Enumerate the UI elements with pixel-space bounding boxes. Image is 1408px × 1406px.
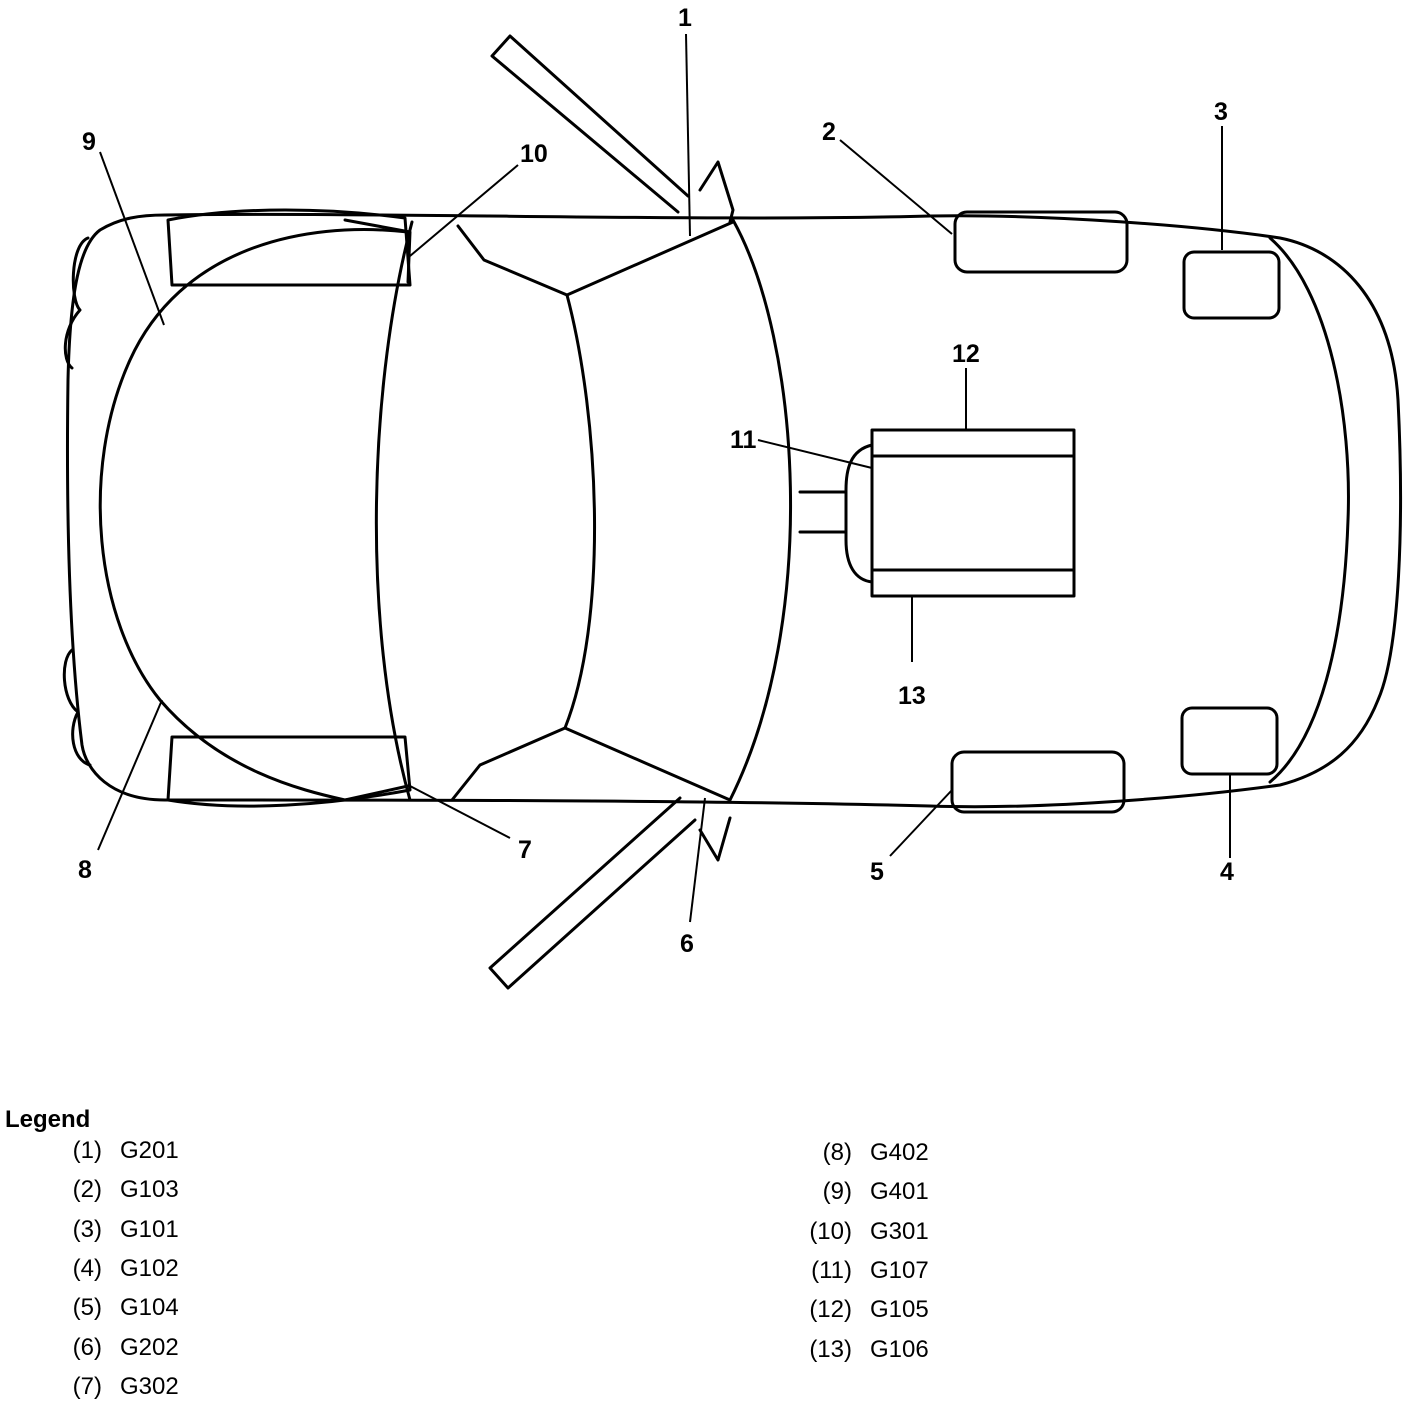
callout-9: 9 xyxy=(82,128,96,156)
legend-item-number: (9) xyxy=(822,1178,852,1206)
callout-7: 7 xyxy=(518,836,532,864)
legend-item-number: (1) xyxy=(72,1137,102,1164)
legend-item-code: G301 xyxy=(870,1217,929,1245)
leader-line-7 xyxy=(409,785,511,839)
leader-line-11 xyxy=(757,439,873,469)
leader-line-2 xyxy=(839,139,953,235)
legend-item-code: G401 xyxy=(870,1178,929,1206)
legend-item: (10) G301 xyxy=(0,1217,928,1247)
lower-headlamp xyxy=(1180,706,1279,776)
engine-block xyxy=(870,428,1076,598)
leader-line-8 xyxy=(97,699,163,851)
leader-line-1 xyxy=(685,33,691,237)
callout-10: 10 xyxy=(520,140,548,168)
legend-item-code: G102 xyxy=(120,1254,179,1282)
engine-side-cover xyxy=(844,443,874,584)
leader-line-6 xyxy=(689,797,706,923)
roof-rear-line xyxy=(374,220,414,802)
legend-item: (12) G105 xyxy=(0,1295,928,1325)
roof-lower-frame xyxy=(450,726,732,802)
legend-item-number: (4) xyxy=(72,1254,102,1282)
upper-open-door xyxy=(490,34,690,214)
legend-item: (2) G103 xyxy=(0,1175,179,1205)
legend-item-code: G107 xyxy=(870,1256,929,1284)
callout-1: 1 xyxy=(678,4,692,32)
legend-item-number: (13) xyxy=(809,1335,852,1363)
legend-item-number: (5) xyxy=(72,1294,102,1322)
lower-open-door xyxy=(488,796,697,990)
legend-item: (8) G402 xyxy=(0,1138,929,1168)
leader-line-5 xyxy=(889,789,953,857)
legend-item-code: G202 xyxy=(120,1333,179,1361)
leader-line-9 xyxy=(99,151,165,326)
transmission-shaft xyxy=(798,490,848,534)
lower-mirror xyxy=(698,816,732,862)
callout-5: 5 xyxy=(870,858,884,886)
vehicle-body-outline xyxy=(66,212,1403,809)
legend-item: (13) G106 xyxy=(0,1335,928,1365)
legend: Legend (1) G201 (2) G103 (3) G101 (4) G102 (5) G1… xyxy=(0,1100,1408,1400)
legend-item-code: G101 xyxy=(120,1215,179,1243)
legend-item-number: (6) xyxy=(72,1333,102,1361)
front-bumper-line xyxy=(1268,236,1350,784)
callout-3: 3 xyxy=(1214,98,1228,126)
legend-item-number: (2) xyxy=(72,1176,102,1204)
legend-item-code: G402 xyxy=(870,1139,929,1166)
rear-glass xyxy=(98,228,410,802)
roof-front-line xyxy=(563,293,596,730)
leader-line-10 xyxy=(409,164,519,257)
callout-2: 2 xyxy=(822,118,836,146)
legend-item: (6) G202 xyxy=(0,1333,179,1363)
front-lower-wheel xyxy=(950,750,1126,814)
vehicle-ground-location-diagram: 1 2 3 4 5 6 7 8 9 10 11 12 13 xyxy=(62,4,1403,990)
legend-item-number: (7) xyxy=(72,1372,102,1400)
front-upper-wheel xyxy=(953,210,1129,274)
legend-item: (4) G102 xyxy=(0,1254,179,1284)
legend-item-number: (8) xyxy=(822,1139,852,1166)
legend-item-code: G105 xyxy=(870,1296,929,1324)
legend-item-code: G302 xyxy=(120,1372,179,1400)
callout-13: 13 xyxy=(898,682,926,710)
legend-item: (7) G302 xyxy=(0,1372,179,1402)
windshield-base xyxy=(728,218,793,802)
legend-item-number: (11) xyxy=(811,1256,852,1284)
callout-4: 4 xyxy=(1220,858,1234,886)
legend-item-code: G201 xyxy=(120,1137,179,1164)
legend-item-number: (3) xyxy=(72,1215,102,1243)
legend-item-number: (10) xyxy=(809,1217,852,1245)
legend-item-code: G103 xyxy=(120,1176,179,1204)
legend-item: (5) G104 xyxy=(0,1293,179,1323)
rear-lower-wheel xyxy=(166,735,412,808)
legend-item: (1) G201 xyxy=(0,1136,179,1166)
upper-mirror xyxy=(698,160,735,224)
legend-item-code: G104 xyxy=(120,1294,179,1322)
legend-item-code: G106 xyxy=(870,1335,929,1363)
rear-bumper-detail xyxy=(62,236,92,767)
legend-item: (11) G107 xyxy=(0,1256,929,1286)
legend-item: (3) G101 xyxy=(0,1215,179,1245)
legend-title: Legend xyxy=(5,1106,91,1133)
legend-item: (9) G401 xyxy=(0,1177,929,1207)
legend-item-number: (12) xyxy=(809,1296,852,1324)
callout-8: 8 xyxy=(78,856,92,884)
rear-upper-wheel xyxy=(166,208,412,287)
upper-headlamp xyxy=(1182,250,1281,320)
roof-upper-frame xyxy=(456,220,735,297)
callout-11: 11 xyxy=(730,426,757,454)
callout-12: 12 xyxy=(952,340,980,368)
callout-6: 6 xyxy=(680,930,694,958)
